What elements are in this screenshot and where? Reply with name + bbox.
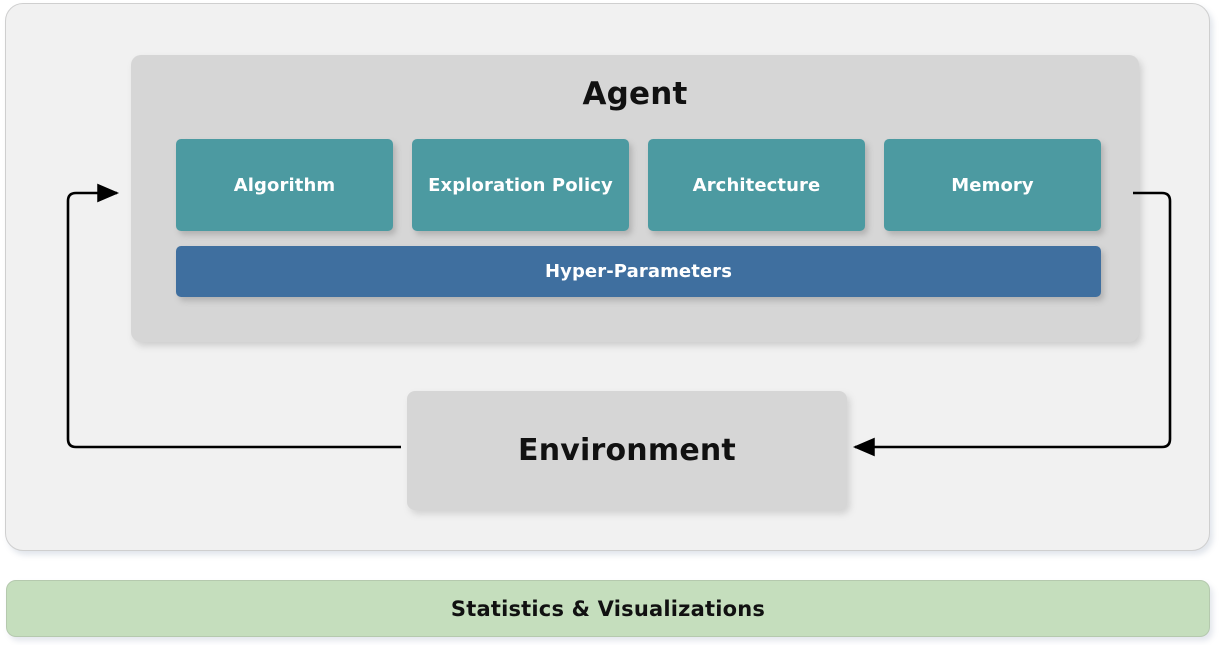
environment-label: Environment (518, 433, 736, 468)
hyper-parameters-bar[interactable]: Hyper-Parameters (176, 246, 1101, 297)
environment-box[interactable]: Environment (407, 391, 847, 510)
agent-panel-title: Agent (582, 76, 688, 112)
agent-component-label: Memory (951, 174, 1034, 196)
agent-component-memory[interactable]: Memory (884, 139, 1101, 231)
hyper-parameters-label: Hyper-Parameters (544, 261, 733, 282)
agent-component-architecture[interactable]: Architecture (648, 139, 865, 231)
agent-component-row: Algorithm Exploration Policy Architectur… (176, 139, 1101, 231)
statistics-and-visualizations-label: Statistics & Visualizations (450, 596, 766, 621)
agent-component-algorithm[interactable]: Algorithm (176, 139, 393, 231)
agent-component-label: Algorithm (233, 174, 336, 196)
agent-component-exploration-policy[interactable]: Exploration Policy (412, 139, 629, 231)
agent-panel[interactable]: Agent Algorithm Exploration Policy Archi… (131, 55, 1139, 342)
rl-architecture-panel: Agent Algorithm Exploration Policy Archi… (5, 3, 1210, 551)
agent-component-label: Exploration Policy (428, 174, 613, 196)
statistics-and-visualizations-bar[interactable]: Statistics & Visualizations (6, 580, 1210, 637)
agent-component-label: Architecture (692, 174, 821, 196)
